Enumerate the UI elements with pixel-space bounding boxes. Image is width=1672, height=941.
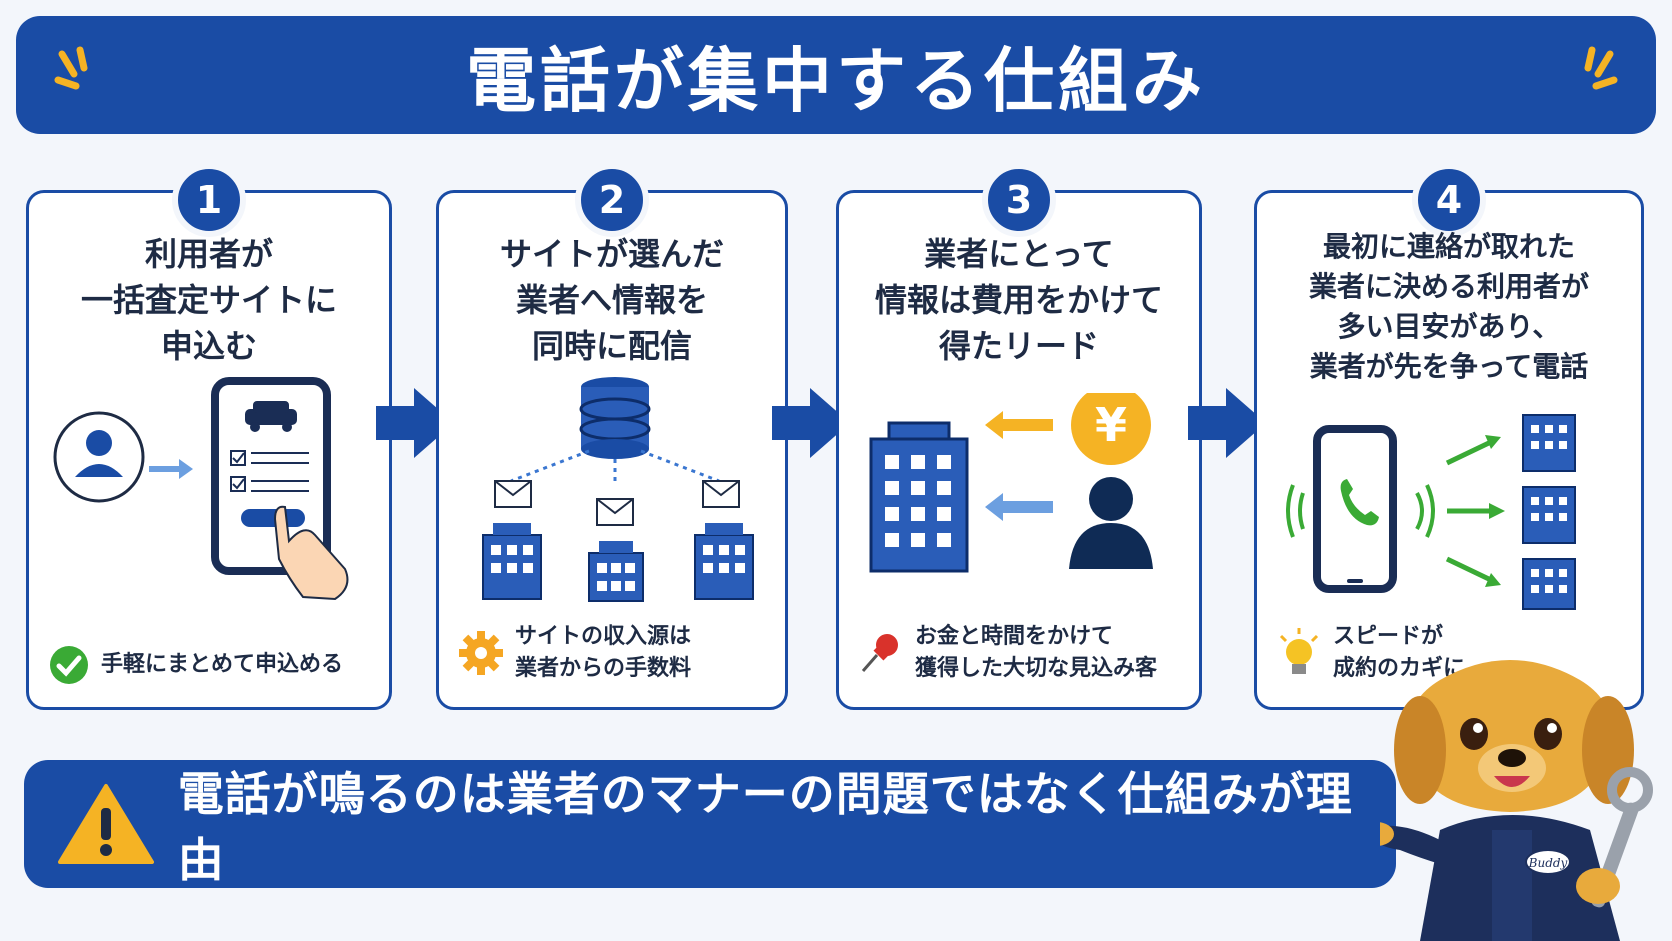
step-note-text: お金と時間をかけて 獲得した大切な見込み客 bbox=[915, 624, 1158, 681]
lead-cost-illustration: ¥ bbox=[869, 393, 1153, 573]
lightbulb-icon bbox=[1279, 628, 1319, 674]
warning-triangle-icon bbox=[58, 784, 154, 864]
gear-icon bbox=[459, 631, 503, 675]
step-number: 1 bbox=[172, 163, 246, 237]
mascot-badge: Buddy bbox=[1528, 856, 1568, 870]
step-card-2: 2 サイトが選んだ 業者へ情報を 同時に配信 bbox=[436, 163, 788, 710]
sparkle-left-icon bbox=[54, 46, 88, 90]
sparkle-right-icon bbox=[1584, 46, 1618, 90]
step-note: 手軽にまとめて申込める bbox=[49, 645, 379, 685]
page-title: 電話が集中する仕組み bbox=[466, 39, 1206, 122]
step-heading: 最初に連絡が取れた 業者に決める利用者が 多い目安があり、 業者が先を争って電話 bbox=[1308, 230, 1589, 383]
arrow-right-icon bbox=[376, 388, 454, 458]
step-number: 3 bbox=[982, 163, 1056, 237]
step-note: サイトの収入源は 業者からの手数料 bbox=[459, 621, 775, 685]
step-heading: サイトが選んだ 業者へ情報を 同時に配信 bbox=[499, 235, 724, 365]
step-note-text: スピードが 成約のカギに bbox=[1333, 624, 1466, 681]
bottom-message: 電話が鳴るのは業者のマナーの問題ではなく仕組みが理由 bbox=[177, 767, 1353, 887]
arrow-right-icon bbox=[772, 388, 850, 458]
bottom-message-banner: 電話が鳴るのは業者のマナーの問題ではなく仕組みが理由 bbox=[24, 760, 1396, 888]
pushpin-icon bbox=[861, 634, 898, 672]
arrow-right-icon bbox=[1188, 388, 1266, 458]
step-note-text: サイトの収入源は 業者からの手数料 bbox=[515, 624, 692, 681]
step-card-1: 1 利用者が 一括査定サイトに 申込む 手軽にまとめて申込める bbox=[26, 163, 392, 710]
step-note: スピードが 成約のカギに bbox=[1277, 621, 1631, 685]
dog-mascot: Buddy bbox=[1380, 660, 1653, 941]
step-heading: 業者にとって 情報は費用をかけて 得たリード bbox=[874, 235, 1163, 365]
title-banner: 電話が集中する仕組み bbox=[16, 16, 1656, 134]
step-card-3: 3 業者にとって 情報は費用をかけて 得たリード ¥ お金と時間をかけて 獲得し… bbox=[836, 163, 1202, 710]
step-card-4: 4 最初に連絡が取れた 業者に決める利用者が 多い目安があり、 業者が先を争って… bbox=[1254, 163, 1644, 710]
user-submit-illustration bbox=[53, 377, 349, 601]
distribution-illustration bbox=[482, 377, 754, 602]
yen-icon: ¥ bbox=[1095, 398, 1127, 452]
step-number: 2 bbox=[575, 163, 649, 237]
race-to-call-illustration bbox=[1286, 414, 1576, 610]
step-number: 4 bbox=[1412, 163, 1486, 237]
step-note-text: 手軽にまとめて申込める bbox=[101, 652, 344, 677]
step-note: お金と時間をかけて 獲得した大切な見込み客 bbox=[859, 621, 1189, 685]
step-heading: 利用者が 一括査定サイトに 申込む bbox=[80, 235, 337, 365]
check-circle-icon bbox=[50, 646, 88, 684]
